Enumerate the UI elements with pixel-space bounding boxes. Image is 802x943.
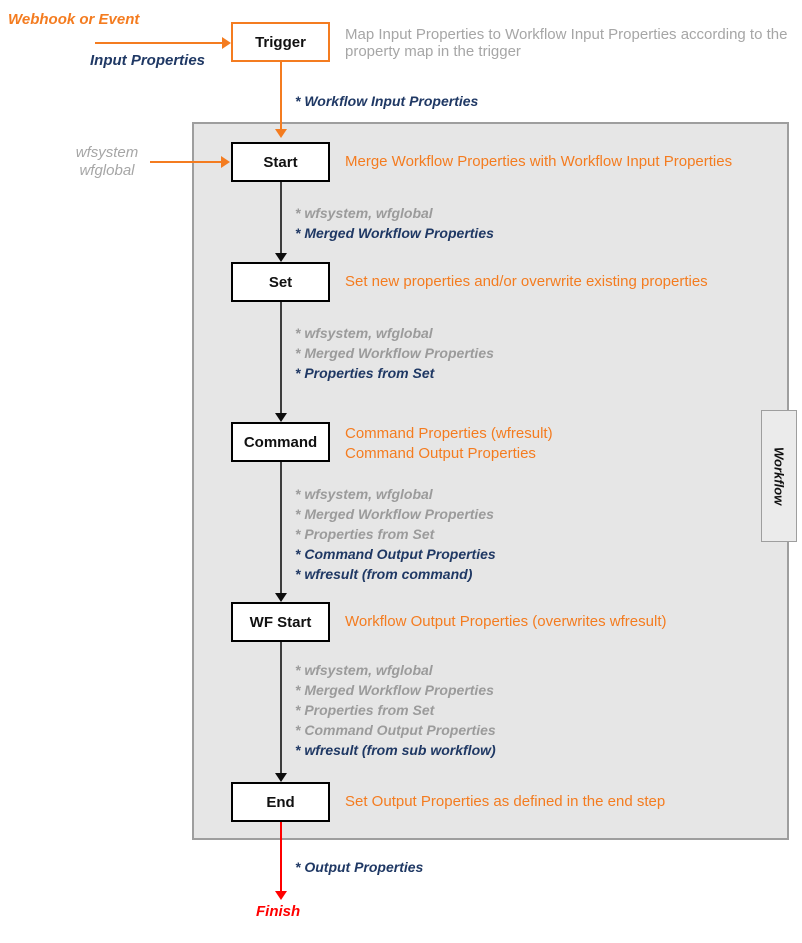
node-start-label: Start (263, 153, 298, 171)
trigger-to-start-arrowhead-icon (275, 129, 287, 138)
side-inputs-to-start-arrowhead-icon (221, 156, 230, 168)
workflow-tab-label: Workflow (771, 446, 787, 506)
command-note: Command Properties (wfresult) Command Ou… (345, 424, 553, 464)
command-to-wfstart-connector (280, 462, 282, 593)
properties-after-wf-start: * wfsystem, wfglobal * Merged Workflow P… (295, 660, 496, 760)
end-to-finish-arrowhead-icon (275, 891, 287, 900)
node-command-label: Command (243, 433, 318, 451)
properties-after-command: * wfsystem, wfglobal * Merged Workflow P… (295, 484, 496, 584)
node-end: End (231, 782, 330, 822)
node-start: Start (231, 142, 330, 182)
set-note: Set new properties and/or overwrite exis… (345, 273, 708, 290)
property-line: * Merged Workflow Properties (295, 345, 494, 361)
property-line: * wfresult (from sub workflow) (295, 742, 496, 758)
property-line: * Merged Workflow Properties (295, 506, 494, 522)
end-note: Set Output Properties as defined in the … (345, 793, 666, 810)
set-to-command-arrowhead-icon (275, 413, 287, 422)
property-line: * wfsystem, wfglobal (295, 205, 433, 221)
trigger-description: Map Input Properties to Workflow Input P… (345, 26, 788, 60)
workflow-panel (192, 122, 789, 840)
properties-after-start: * wfsystem, wfglobal * Merged Workflow P… (295, 203, 494, 243)
node-trigger: Trigger (231, 22, 330, 62)
webhook-or-event-label: Webhook or Event (8, 11, 140, 28)
properties-after-set: * wfsystem, wfglobal * Merged Workflow P… (295, 323, 494, 383)
start-to-set-arrowhead-icon (275, 253, 287, 262)
workflow-tab: Workflow (761, 410, 797, 542)
wfglobal-label: wfglobal (79, 162, 135, 179)
side-inputs-label: wfsystem wfglobal (62, 144, 152, 180)
property-line: * wfsystem, wfglobal (295, 325, 433, 341)
command-note-line1: Command Properties (wfresult) (345, 425, 553, 442)
property-line: * wfsystem, wfglobal (295, 662, 433, 678)
start-note: Merge Workflow Properties with Workflow … (345, 153, 733, 170)
workflow-input-properties-label: * Workflow Input Properties (295, 93, 479, 109)
webhook-to-trigger-connector (95, 42, 222, 44)
node-wf-start-label: WF Start (249, 613, 312, 631)
finish-label: Finish (256, 903, 301, 920)
command-to-wfstart-arrowhead-icon (275, 593, 287, 602)
webhook-to-trigger-arrowhead-icon (222, 37, 231, 49)
node-wf-start: WF Start (231, 602, 330, 642)
set-to-command-connector (280, 302, 282, 413)
property-line: * Merged Workflow Properties (295, 682, 494, 698)
input-properties-label: Input Properties (90, 52, 206, 69)
wfstart-to-end-arrowhead-icon (275, 773, 287, 782)
side-inputs-to-start-connector (150, 161, 221, 163)
trigger-to-start-connector (280, 62, 282, 129)
property-line: * Merged Workflow Properties (295, 225, 494, 241)
start-to-set-connector (280, 182, 282, 253)
end-to-finish-connector (280, 822, 282, 891)
property-line: * wfresult (from command) (295, 566, 473, 582)
property-line: * Command Output Properties (295, 546, 496, 562)
property-line: * Command Output Properties (295, 722, 496, 738)
node-command: Command (231, 422, 330, 462)
wf-start-note: Workflow Output Properties (overwrites w… (345, 613, 667, 630)
property-line: * Properties from Set (295, 702, 435, 718)
property-line: * Properties from Set (295, 526, 435, 542)
wfstart-to-end-connector (280, 642, 282, 773)
property-line: * Properties from Set (295, 365, 435, 381)
wfsystem-label: wfsystem (75, 144, 139, 161)
output-properties-label: * Output Properties (295, 859, 424, 875)
property-line: * wfsystem, wfglobal (295, 486, 433, 502)
node-trigger-label: Trigger (255, 33, 306, 51)
command-note-line2: Command Output Properties (345, 445, 536, 462)
node-set: Set (231, 262, 330, 302)
node-end-label: End (266, 793, 295, 811)
node-set-label: Set (268, 273, 293, 291)
